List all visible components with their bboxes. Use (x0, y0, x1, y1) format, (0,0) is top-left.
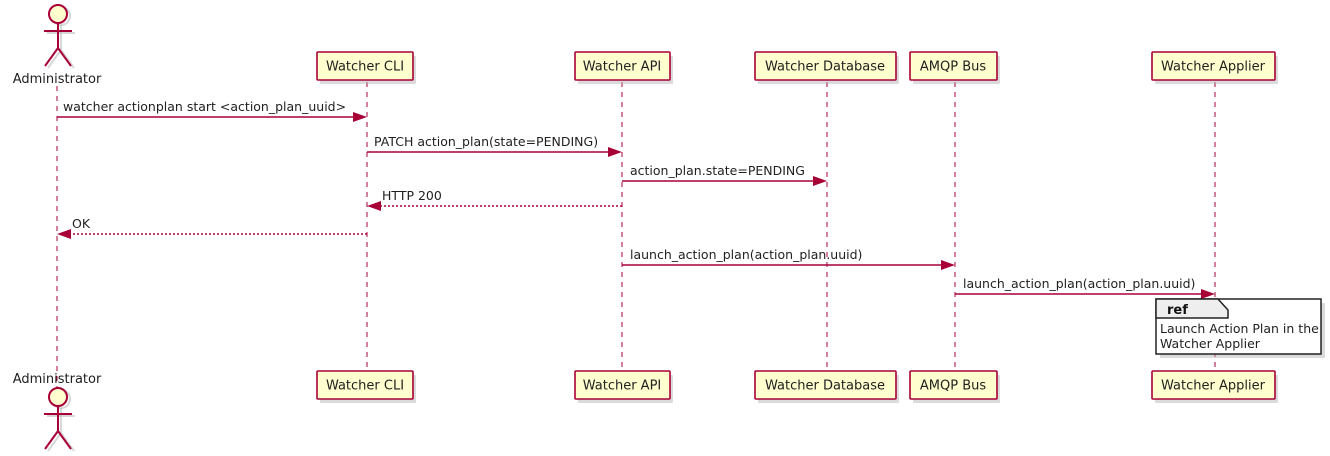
ref-fragment-tab-label: ref (1167, 303, 1188, 318)
arrow-head-icon (57, 229, 71, 239)
participant-label-watcher-database-bottom: Watcher Database (765, 379, 885, 394)
participant-box-watcher-cli-top[interactable]: Watcher CLI (316, 51, 416, 84)
ref-fragment-line-1: Launch Action Plan in the (1160, 321, 1319, 336)
participant-label-watcher-cli-top: Watcher CLI (326, 60, 404, 75)
participant-box-watcher-cli-bottom[interactable]: Watcher CLI (316, 370, 416, 403)
participant-box-watcher-applier-top[interactable]: Watcher Applier (1151, 51, 1278, 84)
lifelines (56, 82, 1216, 395)
actor-administrator-bottom[interactable]: Administrator (13, 372, 102, 452)
actor-leg-left-icon (44, 430, 59, 450)
message-label: watcher actionplan start <action_plan_uu… (63, 99, 346, 114)
message-label: PATCH action_plan(state=PENDING) (374, 134, 598, 149)
participant-label-watcher-api-bottom: Watcher API (583, 379, 662, 394)
arrow-head-icon (813, 176, 827, 186)
ref-fragment[interactable]: ref Launch Action Plan in the Watcher Ap… (1155, 298, 1325, 358)
participant-box-amqp-bus-bottom[interactable]: AMQP Bus (909, 370, 1000, 403)
ref-fragment-line-2: Watcher Applier (1160, 336, 1261, 351)
actor-leg-right-icon (57, 47, 72, 67)
participant-box-amqp-bus-top[interactable]: AMQP Bus (909, 51, 1000, 84)
message-action-plan-state-pending[interactable]: action_plan.state=PENDING (622, 163, 827, 186)
actor-head-icon (48, 4, 68, 24)
message-watcher-actionplan-start[interactable]: watcher actionplan start <action_plan_uu… (57, 99, 367, 122)
message-label: launch_action_plan(action_plan.uuid) (630, 247, 862, 262)
participant-label-watcher-cli-bottom: Watcher CLI (326, 379, 404, 394)
participant-label-amqp-bus-top: AMQP Bus (920, 60, 986, 75)
participant-box-watcher-api-top[interactable]: Watcher API (574, 51, 673, 84)
participant-box-watcher-applier-bottom[interactable]: Watcher Applier (1151, 370, 1278, 403)
arrow-head-icon (353, 112, 367, 122)
arrow-head-icon (367, 201, 381, 211)
actor-head-icon (48, 387, 68, 407)
arrow-head-icon (1201, 289, 1215, 299)
message-ok[interactable]: OK (57, 216, 367, 239)
participant-label-watcher-api-top: Watcher API (583, 60, 662, 75)
arrow-head-icon (608, 147, 622, 157)
actor-label-administrator-bottom: Administrator (13, 372, 102, 387)
actor-leg-left-icon (44, 47, 59, 67)
participant-box-watcher-database-top[interactable]: Watcher Database (754, 51, 899, 84)
message-label: OK (72, 216, 91, 231)
actor-label-administrator-top: Administrator (13, 72, 102, 87)
message-label: launch_action_plan(action_plan.uuid) (963, 276, 1195, 291)
participant-box-watcher-api-bottom[interactable]: Watcher API (574, 370, 673, 403)
participant-label-watcher-applier-top: Watcher Applier (1161, 60, 1266, 75)
message-patch-action-plan[interactable]: PATCH action_plan(state=PENDING) (367, 134, 622, 157)
ref-fragment-tab (1155, 298, 1229, 319)
message-label: HTTP 200 (382, 188, 442, 203)
actor-leg-right-icon (57, 430, 72, 450)
message-label: action_plan.state=PENDING (630, 163, 805, 178)
participant-label-amqp-bus-bottom: AMQP Bus (920, 379, 986, 394)
participant-box-watcher-database-bottom[interactable]: Watcher Database (754, 370, 899, 403)
actor-administrator-top[interactable]: Administrator (13, 4, 102, 87)
message-launch-action-plan-api-to-bus[interactable]: launch_action_plan(action_plan.uuid) (622, 247, 955, 270)
participant-label-watcher-applier-bottom: Watcher Applier (1161, 379, 1266, 394)
message-http-200[interactable]: HTTP 200 (367, 188, 622, 211)
message-launch-action-plan-bus-to-applier[interactable]: launch_action_plan(action_plan.uuid) (955, 276, 1215, 299)
participant-label-watcher-database-top: Watcher Database (765, 60, 885, 75)
arrow-head-icon (941, 260, 955, 270)
